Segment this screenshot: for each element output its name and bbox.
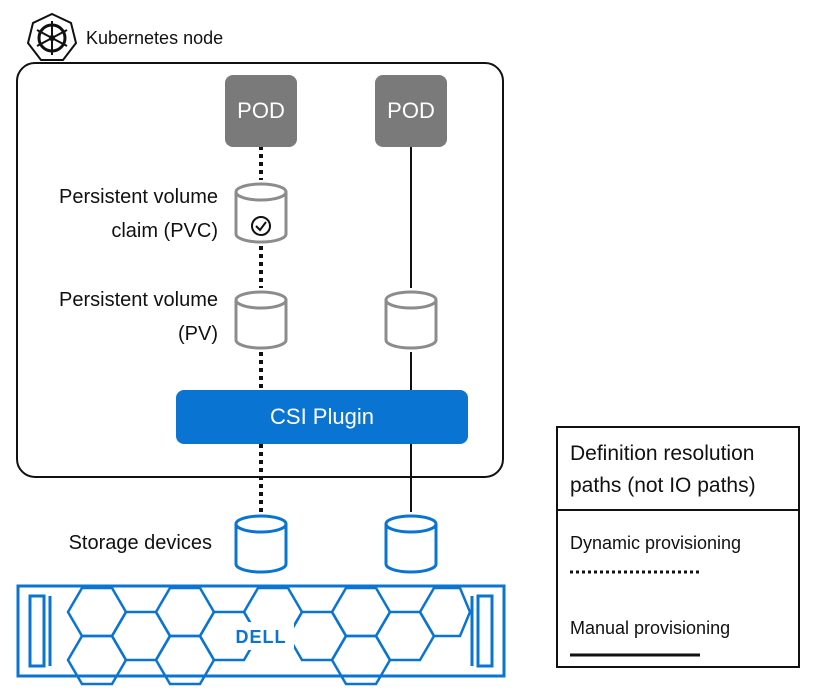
pod-right: POD — [375, 75, 447, 147]
pvc-label-line2: claim (PVC) — [111, 220, 218, 242]
storage-array-icon — [16, 584, 506, 686]
pod-right-label: POD — [387, 98, 435, 123]
pv-label-line2: (PV) — [178, 323, 218, 345]
pv-cylinder-right-icon — [384, 290, 438, 350]
pod-left-label: POD — [237, 98, 285, 123]
legend-title-line1: Definition resolution — [570, 442, 755, 465]
check-circle-icon — [251, 216, 271, 236]
pvc-label-line1: Persistent volume — [59, 186, 218, 208]
pvc-cylinder-icon — [234, 182, 288, 244]
csi-plugin: CSI Plugin — [176, 390, 468, 444]
pod-left: POD — [225, 75, 297, 147]
storage-cylinder-right-icon — [384, 514, 438, 574]
pv-label: Persistent volume (PV) — [0, 283, 218, 351]
dell-logo: DELL — [236, 627, 287, 647]
csi-plugin-label: CSI Plugin — [270, 404, 374, 429]
node-label: Kubernetes node — [86, 28, 224, 48]
storage-cylinder-left-icon — [234, 514, 288, 574]
legend-dynamic-label: Dynamic provisioning — [570, 533, 742, 553]
legend-box — [556, 426, 800, 668]
kubernetes-helm-icon — [26, 12, 78, 61]
storage-devices-label: Storage devices — [68, 532, 212, 554]
legend-manual-label: Manual provisioning — [570, 618, 731, 638]
pv-label-line1: Persistent volume — [59, 289, 218, 311]
legend-title-line2: paths (not IO paths) — [570, 474, 756, 497]
legend-title: Definition resolution paths (not IO path… — [570, 438, 796, 502]
pv-cylinder-left-icon — [234, 290, 288, 350]
pvc-label: Persistent volume claim (PVC) — [0, 180, 218, 248]
